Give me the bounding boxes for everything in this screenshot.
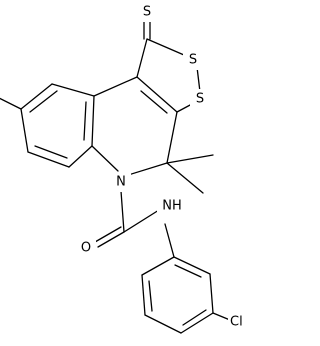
bond-c5a-c9a	[91, 95, 95, 147]
inner-bond-benzo-2	[29, 90, 58, 113]
carbonyl-oxygen-label: O	[81, 241, 91, 256]
bond-layer	[0, 21, 231, 334]
bond-methyl-a	[166, 154, 214, 164]
carbonyl-double-bond-b	[94, 226, 122, 243]
bond-ph-3	[144, 314, 182, 334]
structure-canvas: S S S N O NH Cl	[0, 2, 256, 334]
chlorine-label: Cl	[230, 315, 243, 330]
inner-bond-benzo-1	[83, 101, 87, 141]
bond-c9a-c9b	[93, 76, 138, 97]
bond-c6-c5a	[68, 145, 93, 168]
bond-s-c3	[176, 103, 193, 113]
bond-n-carbonyl	[120, 190, 125, 233]
bond-ph-2	[141, 274, 146, 316]
bond-ph-5	[209, 273, 214, 314]
bond-c1-c9b	[136, 38, 148, 78]
bond-ph-1	[141, 256, 175, 276]
bond-s-s	[196, 66, 201, 93]
molecule-drawing: S S S N O NH Cl	[0, 2, 256, 334]
inner-bond-ph-2	[182, 309, 207, 326]
inner-bond-ph-1	[148, 280, 153, 312]
bond-c9b-c3-double-b	[140, 90, 168, 114]
bond-carbonyl-nh	[123, 209, 160, 233]
ring-nitrogen-label: N	[116, 175, 126, 190]
bond-ph-cl	[212, 312, 231, 321]
bond-ph-6	[173, 256, 211, 275]
bond-c9a-c9	[51, 83, 95, 97]
bond-c8-c7	[20, 108, 29, 153]
bond-c9b-c3-double-a	[136, 76, 178, 113]
bond-c9-c8	[20, 83, 53, 110]
thione-sulfur-label: S	[143, 5, 151, 20]
bond-c7-c6	[27, 151, 70, 168]
bond-n-c5a	[91, 145, 119, 172]
carbonyl-double-bond-a	[97, 231, 125, 248]
bond-c4-n	[124, 162, 168, 177]
atom-label-layer: S S S N O NH Cl	[76, 2, 256, 332]
bond-ph-4	[180, 312, 214, 334]
inner-bond-benzo-3	[34, 145, 68, 159]
amide-nh-label: NH	[162, 199, 182, 214]
bond-nh-aryl	[164, 223, 175, 258]
bond-aryl-methyl	[0, 97, 22, 110]
bond-methyl-b	[166, 162, 204, 194]
ring-sulfur-bottom-label: S	[196, 92, 204, 107]
inner-bond-ph-3	[174, 264, 202, 278]
ring-sulfur-top-label: S	[189, 53, 197, 68]
bond-c1-s-top	[146, 38, 185, 56]
bond-c3-c4	[166, 111, 178, 164]
